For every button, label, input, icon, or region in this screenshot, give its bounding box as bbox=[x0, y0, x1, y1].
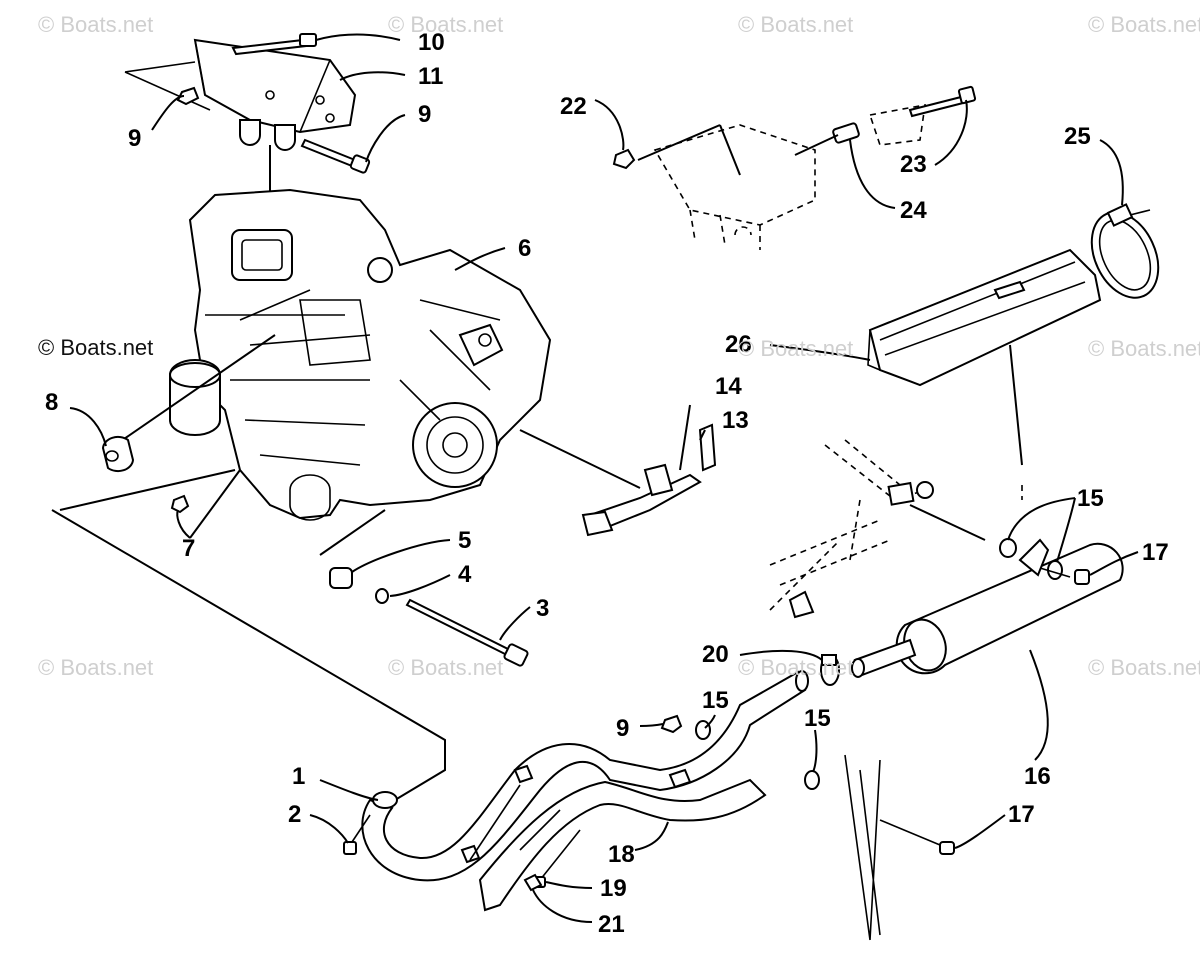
callout-14: 14 bbox=[715, 373, 742, 400]
callout-11: 10 bbox=[418, 29, 445, 56]
callout-26: 26 bbox=[725, 331, 752, 358]
rear-frame-dashed bbox=[769, 439, 986, 941]
nut-9-mid bbox=[660, 714, 683, 734]
callout-8: 8 bbox=[45, 389, 58, 416]
callout-1: 1 bbox=[292, 763, 305, 790]
mount-isolator-8 bbox=[101, 435, 135, 473]
callout-12: 11 bbox=[418, 63, 443, 90]
callout-17-right: 17 bbox=[1142, 539, 1169, 566]
callout-21: 21 bbox=[598, 911, 625, 938]
callout-15-right: 15 bbox=[1077, 485, 1104, 512]
callout-3: 3 bbox=[536, 595, 549, 622]
bolt-23 bbox=[908, 85, 977, 118]
callout-4: 4 bbox=[458, 561, 472, 588]
callout-15-mid: 15 bbox=[702, 687, 729, 714]
watermark-text: © Boats.net bbox=[1088, 336, 1200, 361]
leader-mount-8 bbox=[107, 334, 276, 451]
exhaust-pipe bbox=[361, 670, 809, 882]
clamp-25 bbox=[1090, 203, 1160, 299]
watermark-text: © Boats.net bbox=[38, 655, 154, 680]
callout-22: 22 bbox=[560, 93, 587, 120]
watermark-text: © Boats.net bbox=[38, 12, 154, 37]
callout-7: 7 bbox=[182, 535, 195, 562]
callout-19: 19 bbox=[600, 875, 627, 902]
callout-13: 13 bbox=[722, 407, 749, 434]
callout-17-lower: 17 bbox=[1008, 801, 1035, 828]
exhaust-shield-18 bbox=[460, 764, 767, 912]
washer-15-lower bbox=[804, 770, 820, 790]
bolt-11 bbox=[231, 33, 317, 56]
callout-10: 9 bbox=[418, 101, 431, 128]
bolt-10 bbox=[300, 138, 371, 174]
leader-exhaust-flange bbox=[59, 469, 236, 511]
callout-6: 6 bbox=[518, 235, 531, 262]
callout-18: 18 bbox=[608, 841, 635, 868]
callout-9-top: 9 bbox=[128, 125, 141, 152]
watermark-text: © Boats.net bbox=[1088, 12, 1200, 37]
bolt-3 bbox=[405, 598, 529, 667]
leader-bolt-3 bbox=[319, 509, 386, 556]
callout-23: 23 bbox=[900, 151, 927, 178]
callout-labels: 10 11 9 9 6 8 7 5 4 3 22 23 24 25 26 14 … bbox=[45, 29, 1169, 938]
heat-shield-26 bbox=[867, 248, 1102, 387]
leader-brake-pedal bbox=[519, 429, 641, 489]
clip-21 bbox=[523, 873, 543, 892]
spacer-24 bbox=[832, 122, 860, 144]
washer-4 bbox=[375, 588, 389, 604]
engine-assembly bbox=[169, 188, 552, 521]
callout-25: 25 bbox=[1064, 123, 1091, 150]
washer-15-mid bbox=[695, 720, 711, 740]
watermark-dark: © Boats.net bbox=[38, 335, 153, 360]
callout-9-mid: 9 bbox=[616, 715, 629, 742]
leader-mount-line bbox=[51, 509, 446, 801]
engine-mount-bracket bbox=[124, 38, 357, 151]
callout-2: 2 bbox=[288, 801, 301, 828]
bolt-17-lower bbox=[879, 819, 955, 855]
leader-heat-shield bbox=[1009, 344, 1023, 466]
watermark-text: © Boats.net bbox=[738, 12, 854, 37]
nut-22 bbox=[612, 148, 636, 170]
watermark-text: © Boats.net bbox=[738, 336, 854, 361]
callout-24: 24 bbox=[900, 197, 927, 224]
spacer-5 bbox=[329, 567, 353, 589]
callout-leaders bbox=[69, 33, 1139, 923]
callout-5: 5 bbox=[458, 527, 471, 554]
callout-20: 20 bbox=[702, 641, 729, 668]
frame-bracket-dashed bbox=[637, 104, 926, 250]
bolt-17-right bbox=[1039, 567, 1090, 585]
nut-7 bbox=[170, 494, 190, 514]
bolt-2 bbox=[343, 814, 371, 855]
watermark-text: © Boats.net bbox=[1088, 655, 1200, 680]
muffler-16 bbox=[851, 538, 1124, 678]
watermark-text: © Boats.net bbox=[388, 655, 504, 680]
watermark-text: © Boats.net bbox=[388, 12, 504, 37]
callout-15-lower: 15 bbox=[804, 705, 831, 732]
callout-16: 16 bbox=[1024, 763, 1051, 790]
brake-pedal bbox=[581, 404, 717, 537]
watermark-text: © Boats.net bbox=[738, 655, 854, 680]
